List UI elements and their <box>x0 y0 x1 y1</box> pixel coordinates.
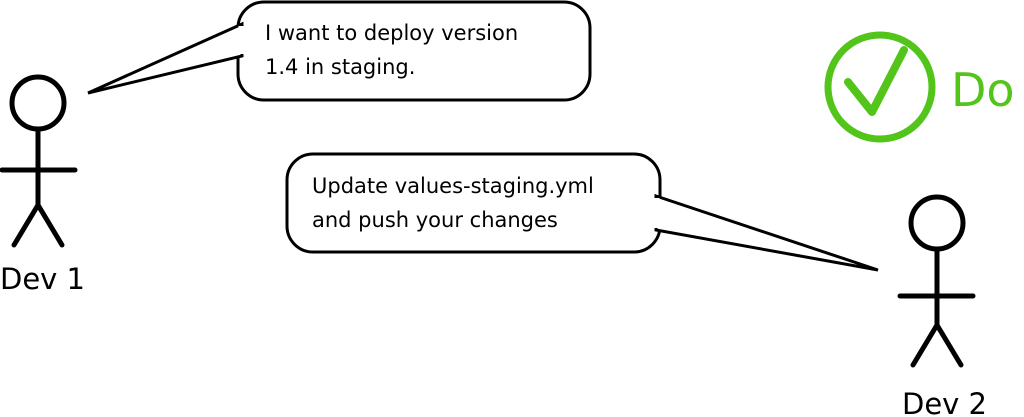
bubble1-tail <box>87 21 244 95</box>
dev1-head <box>9 74 67 132</box>
verdict: Do <box>824 31 1015 143</box>
dev1-label: Dev 1 <box>0 262 85 296</box>
bubble2-tail <box>654 193 879 272</box>
bubble1-box <box>236 0 592 102</box>
bubble2-box <box>285 152 662 254</box>
stick-figure-dev1 <box>0 74 78 248</box>
stick-figure-dev2 <box>897 194 976 368</box>
bubble1-line1: I want to deploy version <box>265 21 518 45</box>
dev2-left-leg <box>910 322 940 368</box>
speech-bubble-dev1: I want to deploy version 1.4 in staging. <box>87 0 592 102</box>
check-circle-icon <box>824 31 936 143</box>
dev1-right-leg <box>35 202 65 248</box>
dev2-right-leg <box>934 322 964 368</box>
bubble1-line2: 1.4 in staging. <box>265 55 415 79</box>
dev2-head <box>908 194 966 252</box>
check-circle-ring <box>824 31 936 143</box>
verdict-label: Do <box>951 63 1015 117</box>
dev2-label: Dev 2 <box>902 387 987 417</box>
bubble2-line1: Update values-staging.yml <box>312 174 594 198</box>
check-mark <box>844 46 908 116</box>
dev1-left-leg <box>11 202 41 248</box>
speech-bubble-dev2: Update values-staging.yml and push your … <box>285 152 879 272</box>
bubble2-line2: and push your changes <box>312 208 558 232</box>
